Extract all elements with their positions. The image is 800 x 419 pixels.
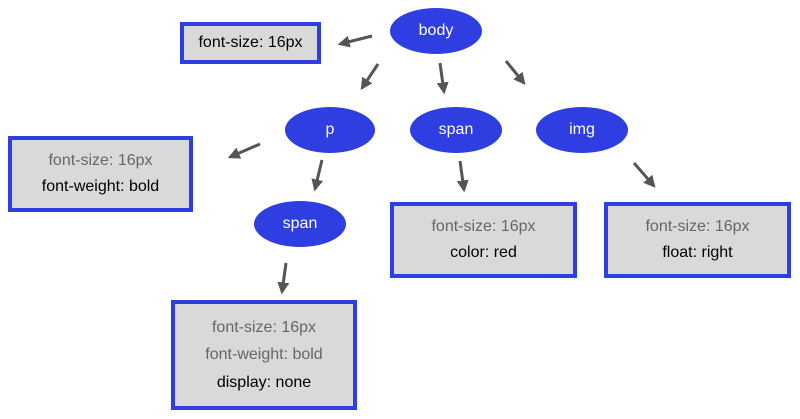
node-p: p — [285, 107, 375, 153]
style-box-img: font-size: 16px float: right — [604, 202, 791, 278]
node-span: span — [410, 107, 502, 153]
arrow-body-to-img — [504, 60, 526, 85]
arrow-span-child-to-box — [277, 262, 290, 295]
own-style: display: none — [216, 373, 312, 391]
arrow-body-to-box — [337, 34, 373, 48]
arrow-body-to-span — [436, 62, 449, 95]
node-body: body — [390, 8, 482, 54]
inherited-style: font-size: 16px — [48, 152, 153, 170]
arrow-body-to-p — [360, 63, 380, 90]
node-span-child: span — [254, 201, 346, 247]
inherited-style: font-weight: bold — [205, 346, 323, 363]
arrow-p-to-box — [227, 142, 261, 159]
style-box-p: font-size: 16px font-weight: bold — [8, 136, 193, 212]
style-box-body: font-size: 16px — [180, 22, 321, 64]
own-style: float: right — [662, 243, 733, 261]
own-style: color: red — [450, 243, 517, 261]
node-img: img — [536, 107, 628, 153]
style-box-span: font-size: 16px color: red — [390, 202, 577, 278]
style-box-span-child: font-size: 16px font-weight: bold displa… — [171, 300, 357, 410]
inherited-style: font-size: 16px — [431, 218, 536, 236]
inherited-style: font-size: 16px — [211, 318, 317, 336]
own-style: font-size: 16px — [198, 34, 303, 51]
arrow-p-to-span — [311, 159, 324, 192]
own-style: font-weight: bold — [41, 177, 160, 195]
arrow-span-to-box — [456, 160, 469, 193]
arrow-img-to-box — [632, 162, 656, 188]
inherited-style: font-size: 16px — [645, 218, 750, 236]
